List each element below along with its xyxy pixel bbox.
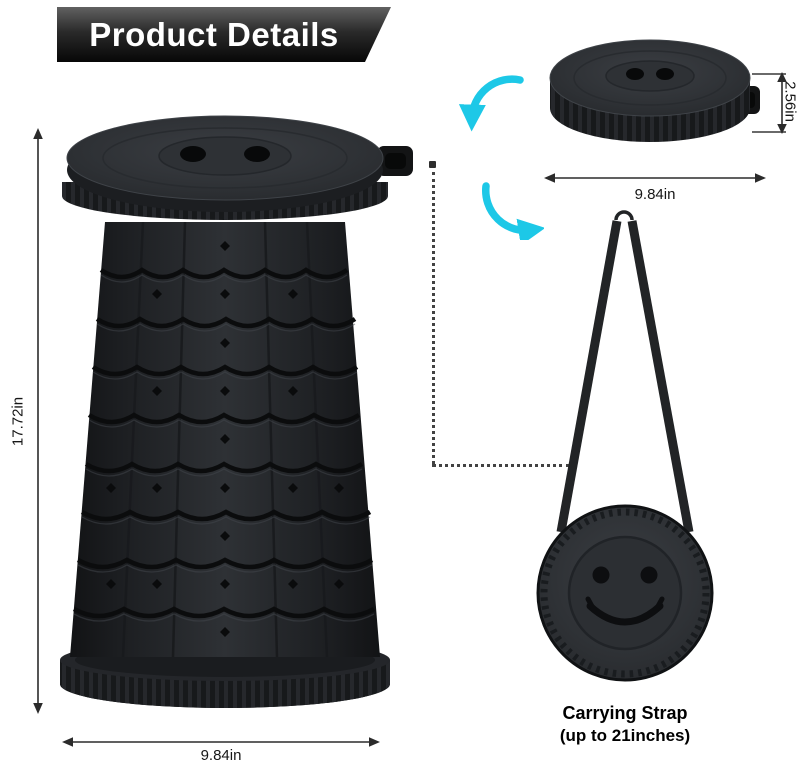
stool-seat (62, 115, 388, 220)
folded-width-label: 9.84in (634, 186, 676, 203)
page-title: Product Details (89, 15, 339, 53)
connector-dotted-vertical (432, 172, 435, 464)
dimension-tick-bottom (752, 131, 786, 133)
seat-hole-left (180, 146, 206, 162)
connector-dotted-horizontal (432, 464, 570, 467)
folded-height-arrow-icon (777, 72, 787, 134)
strap-caption-title: Carrying Strap (562, 703, 688, 723)
strap-stool-illustration (536, 210, 714, 682)
folded-hole-right (656, 68, 674, 80)
strap-caption: Carrying Strap (up to 21inches) (513, 702, 737, 747)
hook-icon (614, 210, 634, 221)
extended-height-label: 17.72in (9, 396, 27, 447)
connector-start-dot (429, 161, 436, 168)
dimension-tick-top (752, 73, 786, 75)
rotate-arrow-upper-icon (458, 75, 524, 132)
extended-stool-illustration (60, 115, 413, 708)
stool-body (70, 221, 380, 658)
folded-width-arrow-icon (544, 173, 766, 183)
folded-stool-front-view (536, 504, 714, 682)
rotate-arrow-lower-icon (482, 182, 544, 240)
extended-width-label: 9.84in (200, 747, 242, 764)
seat-hole-right (244, 146, 270, 162)
strap-caption-subtitle: (up to 21inches) (559, 726, 691, 746)
folded-stool-illustration (549, 39, 760, 142)
folded-hole-left (626, 68, 644, 80)
smiley-icon (585, 566, 665, 626)
carrying-strap (556, 210, 694, 533)
title-banner: Product Details (57, 7, 391, 62)
folded-height-label: 2.56in (781, 81, 799, 122)
extended-height-arrow-icon (33, 128, 43, 714)
stool-handle-icon (377, 146, 413, 176)
extended-width-arrow-icon (62, 737, 380, 747)
